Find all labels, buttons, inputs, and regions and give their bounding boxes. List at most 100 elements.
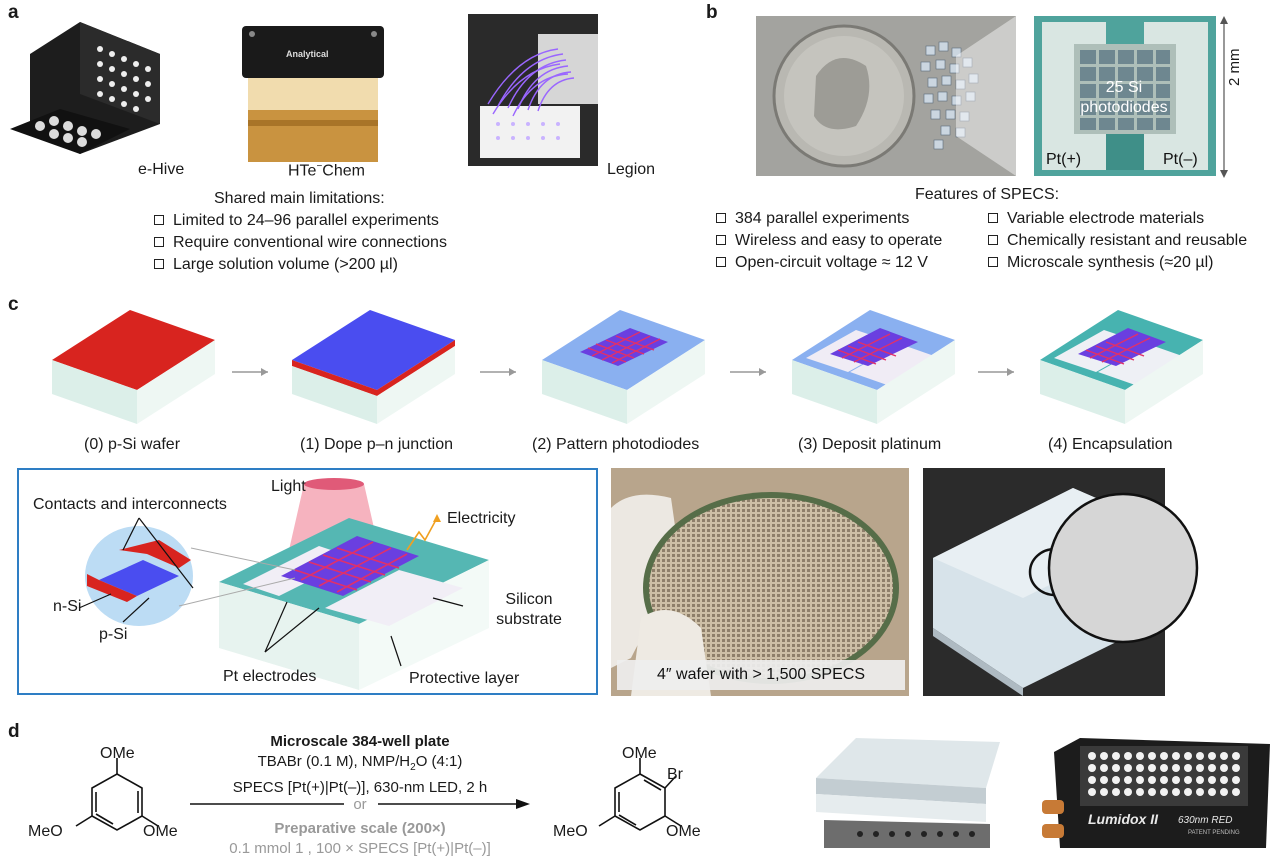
feature-item: Open-circuit voltage ≈ 12 V xyxy=(716,252,942,274)
chip-label-line1: 25 Si xyxy=(1105,79,1143,96)
device-brand-text: Analytical xyxy=(286,49,329,59)
step-1-block xyxy=(292,310,455,424)
coin-photo xyxy=(756,16,1016,176)
electricity-label: Electricity xyxy=(447,510,516,527)
step-4-block xyxy=(1040,310,1203,424)
panel-a-label: a xyxy=(8,2,19,23)
process-steps-graphic xyxy=(52,310,1203,424)
checkbox-icon xyxy=(988,257,998,267)
reactant-structure xyxy=(75,758,159,831)
scale-bar xyxy=(1220,16,1228,178)
product-meo: MeO xyxy=(553,823,588,840)
checkbox-icon xyxy=(716,235,726,245)
solvent-text: TBABr (0.1 M), NMP/H xyxy=(257,753,411,770)
solvent-sub: 2 xyxy=(410,762,416,773)
step-label-2: (2) Pattern photodiodes xyxy=(532,436,700,453)
chem-text: Chem xyxy=(322,162,365,180)
limitation-text: Require conventional wire connections xyxy=(173,234,447,251)
conditions-specs: SPECS [Pt(+)|Pt(–)], 630-nm LED, 2 h xyxy=(232,779,488,796)
panel-c-label: c xyxy=(8,294,19,315)
step-label-1: (1) Dope p–n junction xyxy=(300,436,453,453)
feature-item: Variable electrode materials xyxy=(988,208,1247,230)
protective-layer-label: Protective layer xyxy=(409,670,520,687)
hte-text: HTe xyxy=(288,162,317,180)
legion-photo xyxy=(468,14,598,166)
limitation-text: Limited to 24–96 parallel experiments xyxy=(173,212,439,229)
feature-text: Microscale synthesis (≈20 µl) xyxy=(1007,254,1214,271)
limitations-title: Shared main limitations: xyxy=(214,190,385,207)
led-device-photo: Lumidox II 630nm RED PATENT PENDING xyxy=(1040,728,1280,848)
features-title: Features of SPECS: xyxy=(915,186,1060,203)
checkbox-icon xyxy=(716,213,726,223)
pt-electrodes-label: Pt electrodes xyxy=(223,668,317,685)
n-si-label: n-Si xyxy=(53,598,82,615)
conditions-solvent: TBABr (0.1 M), NMP/H2O (4:1) xyxy=(190,752,530,778)
limitation-item: Large solution volume (>200 µl) xyxy=(154,254,447,276)
reactant-meo: MeO xyxy=(28,823,63,840)
product-ome-right: OMe xyxy=(666,823,701,840)
panel-d-label: d xyxy=(8,721,20,742)
feature-text: 384 parallel experiments xyxy=(735,210,910,227)
limitations-list: Limited to 24–96 parallel experiments Re… xyxy=(154,210,447,276)
prep-title: Preparative scale (200×) xyxy=(274,820,446,837)
feature-item: Wireless and easy to operate xyxy=(716,230,942,252)
product-ome-top: OMe xyxy=(622,745,657,762)
e-hive-photo xyxy=(10,14,172,166)
feature-item: Microscale synthesis (≈20 µl) xyxy=(988,252,1247,274)
reactant-ome-top: OMe xyxy=(100,745,135,762)
schematic-box: Contacts and interconnects Light Electri… xyxy=(17,468,598,695)
device-label-hte-chem: HTe−Chem xyxy=(288,161,365,180)
product-br: Br xyxy=(667,766,683,783)
step-label-4: (4) Encapsulation xyxy=(1048,436,1173,453)
silicon-substrate-label: Silicon substrate xyxy=(489,590,569,630)
feature-text: Wireless and easy to operate xyxy=(735,232,943,249)
step-3-block xyxy=(792,310,955,424)
hte-superscript: − xyxy=(316,161,323,172)
limitation-text: Large solution volume (>200 µl) xyxy=(173,256,398,273)
checkbox-icon xyxy=(154,259,164,269)
features-right: Variable electrode materials Chemically … xyxy=(988,208,1247,274)
device-label-legion: Legion xyxy=(607,161,656,178)
led-brand-text: Lumidox II xyxy=(1088,811,1159,827)
step-label-0: (0) p-Si wafer xyxy=(84,436,181,453)
checkbox-icon xyxy=(988,235,998,245)
chip-label: 25 Si photodiodes xyxy=(1064,78,1184,118)
checkbox-icon xyxy=(716,257,726,267)
checkbox-icon xyxy=(988,213,998,223)
pt-minus-label: Pt(–) xyxy=(1163,151,1198,168)
product-structure xyxy=(598,758,682,831)
silicon-line1: Silicon xyxy=(505,591,553,608)
pt-plus-label: Pt(+) xyxy=(1046,151,1082,168)
reactant-ome-right: OMe xyxy=(143,823,178,840)
reaction-arrow xyxy=(190,799,530,809)
limitation-item: Require conventional wire connections xyxy=(154,232,447,254)
feature-item: Chemically resistant and reusable xyxy=(988,230,1247,252)
or-text: or xyxy=(353,796,367,813)
contacts-label: Contacts and interconnects xyxy=(33,496,227,513)
p-si-label: p-Si xyxy=(99,626,128,643)
step-0-block xyxy=(52,310,215,424)
feature-text: Variable electrode materials xyxy=(1007,210,1205,227)
step-2-block xyxy=(542,310,705,424)
light-label: Light xyxy=(271,478,306,495)
prep-conditions: 0.1 mmol 1 , 100 × SPECS [Pt(+)|Pt(–)] xyxy=(229,840,491,857)
scale-label: 2 mm xyxy=(1226,48,1243,87)
led-sub-text: PATENT PENDING xyxy=(1188,830,1240,836)
features-left: 384 parallel experiments Wireless and ea… xyxy=(716,208,942,274)
checkbox-icon xyxy=(154,237,164,247)
limitation-item: Limited to 24–96 parallel experiments xyxy=(154,210,447,232)
hte-chem-photo: Analytical xyxy=(238,20,388,170)
well-plate-photo xyxy=(923,468,1199,696)
feature-item: 384 parallel experiments xyxy=(716,208,942,230)
led-model-text: 630nm RED xyxy=(1178,815,1232,826)
chip-micrograph xyxy=(1034,16,1216,176)
feature-text: Open-circuit voltage ≈ 12 V xyxy=(735,254,928,271)
chip-label-line2: photodiodes xyxy=(1080,99,1168,116)
wafer-photo: 4″ wafer with > 1,500 SPECS xyxy=(611,468,909,696)
plate-stack-photo xyxy=(800,728,1010,848)
conditions-title: Microscale 384-well plate xyxy=(270,733,450,750)
step-label-3: (3) Deposit platinum xyxy=(798,436,942,453)
panel-b-label: b xyxy=(706,2,718,23)
reaction-conditions: Microscale 384-well plate TBABr (0.1 M),… xyxy=(190,732,530,798)
device-label-e-hive: e-Hive xyxy=(138,161,185,178)
